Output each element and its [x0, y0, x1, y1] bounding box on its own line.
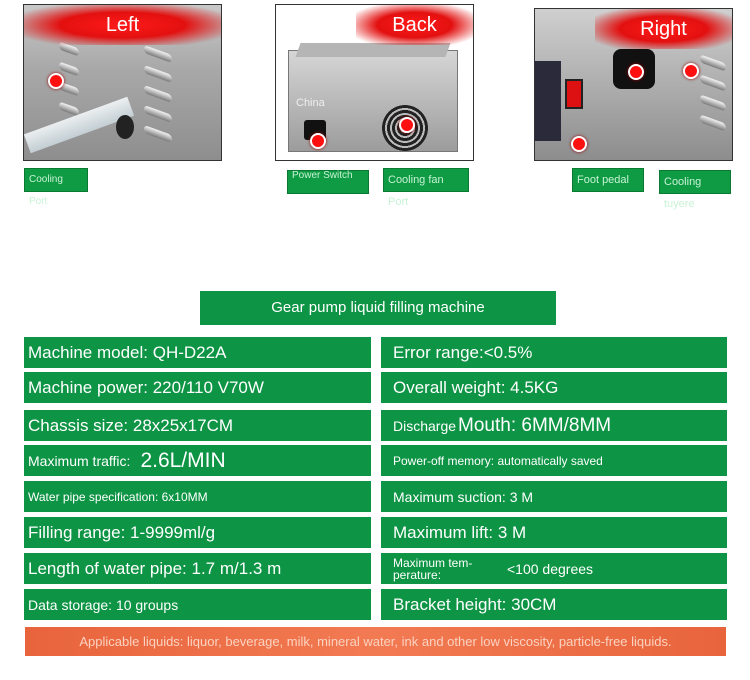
- spec-discharge-label: Discharge: [393, 417, 457, 434]
- spec-machine-power: Machine power: 220/110 V70W: [24, 372, 371, 403]
- fan-port-marker: [399, 117, 415, 133]
- spec-error-range: Error range:<0.5%: [381, 337, 727, 368]
- control-panel: [535, 61, 561, 141]
- spec-overall-weight: Overall weight: 4.5KG: [381, 372, 727, 403]
- pump-marker: [628, 64, 644, 80]
- spec-maximum-traffic: Maximum traffic: 2.6L/MIN: [24, 445, 371, 476]
- spec-chassis-size: Chassis size: 28x25x17CM: [24, 410, 371, 441]
- spec-bracket-height: Bracket height: 30CM: [381, 589, 727, 620]
- cooling-tuyere-marker: [683, 63, 699, 79]
- spec-power-off-memory: Power-off memory: automatically saved: [381, 445, 727, 476]
- watermark: China: [296, 97, 325, 109]
- cooling-port-marker: [48, 73, 64, 89]
- spec-maximum-temperature-value: <100 degrees: [507, 560, 594, 577]
- right-side-photo: Right: [534, 8, 733, 161]
- spec-pipe-length: Length of water pipe: 1.7 m/1.3 m: [24, 553, 371, 584]
- cooling-port-tag: Cooling Port: [24, 168, 88, 207]
- back-side-photo: China Back: [275, 4, 474, 161]
- product-title: Gear pump liquid filling machine: [200, 291, 556, 325]
- foot-pedal-tag: Foot pedal: [572, 168, 644, 192]
- applicable-liquids: Applicable liquids: liquor, beverage, mi…: [25, 627, 726, 656]
- back-label: Back: [356, 5, 473, 45]
- spec-maximum-temperature-label: Maximum tem-perature:: [393, 555, 473, 582]
- spec-machine-model: Machine model: QH-D22A: [24, 337, 371, 368]
- power-switch-marker: [310, 133, 326, 149]
- spec-water-pipe: Water pipe specification: 6x10MM: [24, 481, 371, 512]
- foot-pedal-marker: [571, 136, 587, 152]
- red-switch: [565, 79, 583, 109]
- spec-maximum-lift: Maximum lift: 3 M: [381, 517, 727, 548]
- spec-maximum-traffic-label: Maximum traffic:: [28, 452, 131, 469]
- spec-maximum-traffic-value: 2.6L/MIN: [140, 448, 226, 472]
- pipe-fitting: [116, 115, 134, 139]
- spec-maximum-suction: Maximum suction: 3 M: [381, 481, 727, 512]
- cooling-fan-tag: Cooling fan Port: [383, 168, 469, 208]
- cooling-tuyere-tag: Cooling tuyere: [659, 170, 731, 210]
- spec-filling-range: Filling range: 1-9999ml/g: [24, 517, 371, 548]
- left-side-photo: Left: [23, 4, 222, 161]
- spec-discharge: Discharge Mouth: 6MM/8MM: [381, 410, 727, 441]
- machine-top: [295, 43, 451, 57]
- right-label: Right: [595, 9, 732, 49]
- spec-data-storage: Data storage: 10 groups: [24, 589, 371, 620]
- spec-maximum-temperature: Maximum tem-perature: <100 degrees: [381, 553, 727, 584]
- power-switch-tag: Power Switch: [287, 170, 369, 194]
- left-label: Left: [24, 5, 221, 45]
- spec-discharge-value: Mouth: 6MM/8MM: [458, 414, 612, 436]
